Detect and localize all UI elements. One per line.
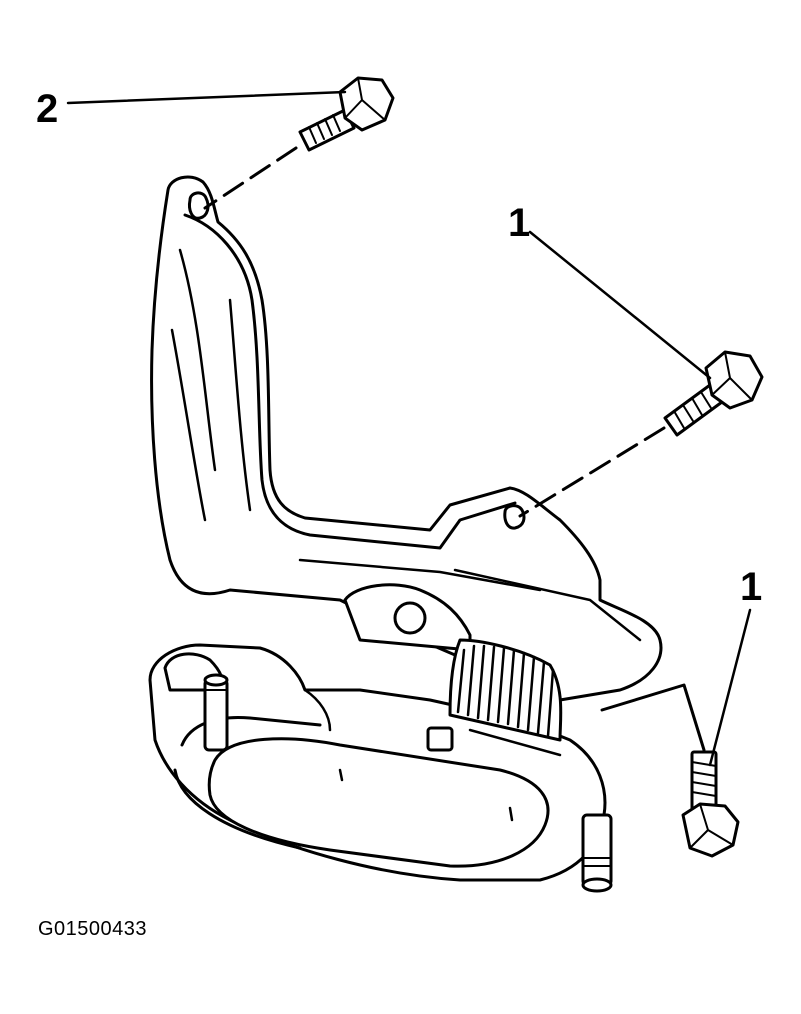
leader-1-lower	[708, 608, 752, 767]
bolt-2-alignment-line	[203, 146, 298, 210]
mount-housing-detail	[303, 688, 562, 822]
bolt-1-lower	[681, 750, 740, 858]
leader-1-upper	[528, 230, 712, 380]
engine-mount-body	[148, 583, 607, 882]
callout-1-upper: 1	[508, 201, 530, 245]
bolt-2-shank	[298, 108, 356, 152]
mount-lower-plate	[207, 737, 550, 868]
bracket-top-hole	[188, 191, 210, 220]
bracket-contour-4	[298, 558, 542, 592]
bolt-1-upper-head	[704, 350, 764, 410]
bracket-contour-1	[178, 248, 217, 472]
callout-2: 2	[36, 87, 58, 131]
bracket-contour-2	[170, 328, 207, 522]
mount-bracket	[150, 175, 663, 702]
callout-1-lower: 1	[740, 565, 762, 609]
mount-boss-hole	[393, 601, 427, 635]
leader-2	[66, 90, 347, 105]
alignment-lines	[203, 146, 666, 518]
bracket-contour-5	[453, 568, 642, 642]
bracket-flange-line	[183, 213, 517, 550]
isolator-hatching	[456, 644, 555, 738]
figure-id: G01500433	[38, 918, 148, 940]
bolt-1-lower-alignment-line	[600, 683, 706, 752]
leader-lines	[66, 90, 752, 767]
bolt-2	[298, 76, 395, 152]
bolt-1-upper	[663, 350, 764, 437]
rubber-isolator	[448, 638, 563, 742]
mount-stud-left	[203, 673, 229, 752]
bracket-contour-3	[228, 298, 252, 512]
mount-stud-right	[581, 813, 613, 893]
bolt-1-upper-alignment-line	[518, 426, 666, 518]
bolt-1-lower-head	[681, 802, 740, 858]
mount-tab	[426, 726, 454, 752]
bracket-outline	[150, 175, 663, 702]
bracket-right-hole	[503, 504, 526, 530]
